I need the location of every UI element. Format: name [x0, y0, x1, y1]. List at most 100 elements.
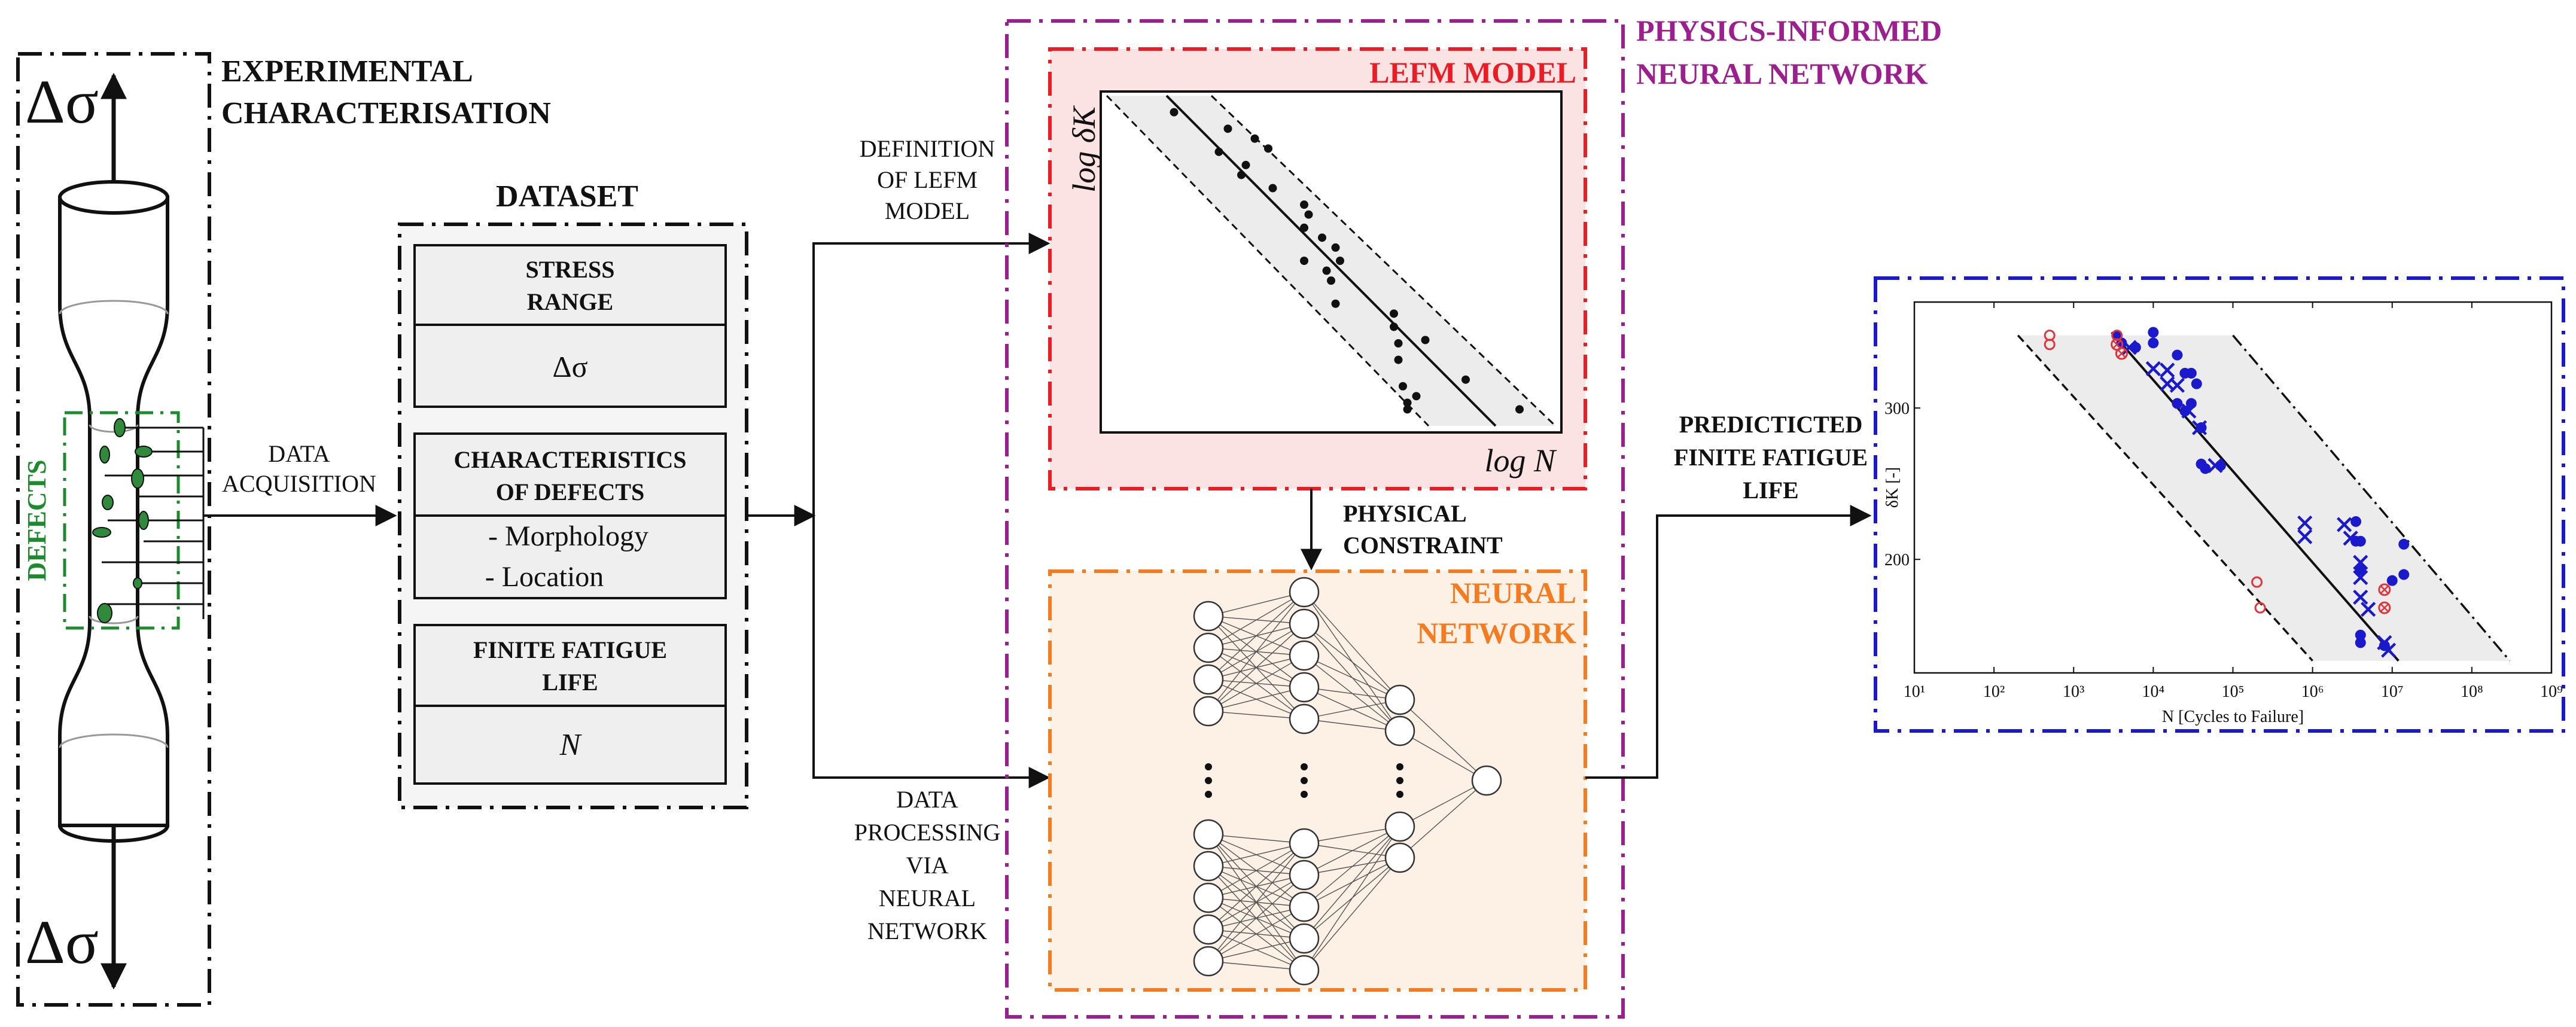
- result-chart-frame: [1874, 276, 2565, 733]
- nn-edge: [1304, 826, 1400, 971]
- data-point-cross: [2297, 529, 2313, 544]
- defects-label: DEFECTS: [22, 460, 51, 581]
- nn-edge: [1208, 843, 1305, 930]
- neural-network-title-line1: NEURAL: [1450, 576, 1576, 610]
- data-point-cross: [2297, 515, 2313, 531]
- lefm-sketch-point: [1331, 243, 1340, 252]
- fit-line: [2111, 331, 2400, 662]
- pinn-title-line2: NEURAL NETWORK: [1636, 57, 1928, 90]
- lefm-sketch-points: [1170, 108, 1524, 414]
- neural-network-graph: [1193, 577, 1502, 986]
- nn-neuron: [1289, 577, 1320, 608]
- data-point-cross: [2191, 420, 2207, 435]
- data-processing-line5: NETWORK: [867, 918, 987, 944]
- data-processing-line4: NEURAL: [879, 885, 976, 912]
- nn-edge: [1208, 843, 1305, 867]
- nn-ellipsis-dot: [1396, 763, 1403, 770]
- x-tick-label: 10⁴: [2142, 682, 2164, 701]
- data-point-cross: [2361, 602, 2376, 617]
- nn-edge: [1208, 843, 1305, 962]
- fatigue-life-label-line2: LIFE: [542, 669, 598, 696]
- data-point-cross: [2353, 554, 2368, 570]
- nn-edge: [1304, 718, 1400, 732]
- lefm-band-upper: [1210, 95, 1557, 427]
- nn-edge: [1399, 730, 1487, 781]
- data-point-cross: [2353, 569, 2368, 586]
- lefm-sketch-point: [1241, 160, 1250, 169]
- data-point-crossed-circle-mark: [2112, 340, 2121, 349]
- x-tick-label: 10⁷: [2381, 682, 2404, 701]
- defect-morphology-item: - Morphology: [488, 520, 648, 552]
- lefm-sketch-point: [1264, 144, 1272, 153]
- data-point-open-circle: [2251, 576, 2263, 588]
- nn-edge: [1208, 834, 1305, 844]
- defect-markers: [102, 426, 205, 619]
- nn-neuron: [1289, 955, 1320, 986]
- data-point-circle: [2185, 367, 2197, 379]
- nn-edge: [1208, 623, 1305, 712]
- lefm-sketch-point: [1214, 147, 1223, 156]
- lefm-sketch-point: [1331, 299, 1340, 308]
- prediction-arrow: [1585, 505, 1872, 779]
- y-axis-label: δK [-]: [1883, 467, 1902, 508]
- data-processing-line3: VIA: [906, 852, 948, 879]
- experimental-title-line1: EXPERIMENTAL: [221, 54, 473, 89]
- data-point-circle: [2172, 398, 2183, 409]
- lefm-model-title: LEFM MODEL: [1369, 56, 1576, 89]
- nn-edge: [1208, 592, 1305, 648]
- nn-ellipsis-dot: [1301, 777, 1308, 784]
- lefm-definition-line3: MODEL: [885, 197, 970, 224]
- defect-characteristics-label-line1: CHARACTERISTICS: [454, 446, 687, 473]
- nn-ellipsis-dot: [1205, 777, 1212, 784]
- stress-symbol-top: Δσ: [25, 68, 99, 136]
- data-point-cross: [2377, 635, 2392, 650]
- dataset-section: DATASET STRESS RANGE Δσ CHARACTERISTICS …: [398, 179, 748, 809]
- lefm-sketch-point: [1421, 336, 1430, 345]
- lefm-definition-line1: DEFINITION: [860, 135, 995, 162]
- nn-ellipsis-dot: [1396, 791, 1403, 798]
- data-point-circle: [2355, 629, 2366, 641]
- acquisition-label-line1: DATA: [268, 440, 330, 467]
- nn-neuron: [1384, 715, 1415, 746]
- data-point-circle: [2148, 327, 2159, 338]
- predicted-label-line2: FINITE FATIGUE: [1674, 444, 1868, 471]
- lefm-sketch-point: [1322, 266, 1331, 275]
- x-axis-label: N [Cycles to Failure]: [2162, 708, 2304, 726]
- x-tick-label: 10⁵: [2222, 682, 2245, 701]
- nn-edge: [1208, 655, 1305, 712]
- data-point-cross: [2343, 531, 2358, 546]
- lefm-sketch-point: [1237, 170, 1246, 179]
- stress-range-label-line1: STRESS: [526, 256, 615, 283]
- data-point-open-circle: [2044, 339, 2056, 351]
- data-point-circle: [2172, 349, 2183, 361]
- nn-neuron: [1193, 632, 1224, 663]
- lefm-sketch-point: [1515, 405, 1524, 414]
- lefm-sketch-point: [1403, 398, 1412, 407]
- nn-edge: [1208, 592, 1305, 680]
- nn-edge: [1304, 699, 1400, 720]
- stress-range-value: Δσ: [552, 350, 587, 383]
- data-point-cross: [2381, 642, 2397, 658]
- experimental-section: EXPERIMENTAL CHARACTERISATION Δσ Δσ DEFE…: [16, 52, 551, 1007]
- x-tick-label: 10²: [1983, 682, 2005, 701]
- data-point-open-circle: [2254, 602, 2266, 614]
- nn-edge: [1208, 592, 1305, 617]
- data-point-circle: [2191, 378, 2202, 389]
- data-point-crossed-circle-mark: [2117, 349, 2126, 358]
- nn-neuron: [1193, 882, 1224, 913]
- nn-edge: [1208, 843, 1305, 898]
- nn-edge: [1304, 655, 1400, 700]
- experimental-title-line2: CHARACTERISATION: [221, 96, 551, 130]
- nn-edge: [1304, 826, 1400, 907]
- lefm-sketch-point: [1170, 108, 1179, 117]
- data-point-cross: [2207, 458, 2223, 473]
- nn-neuron: [1384, 684, 1415, 715]
- neural-network-title-line2: NETWORK: [1417, 616, 1576, 650]
- nn-edge: [1304, 592, 1400, 700]
- pinn-title-line1: PHYSICS-INFORMED: [1636, 14, 1942, 47]
- lefm-sketch-point: [1394, 339, 1403, 348]
- nn-edge: [1208, 938, 1305, 962]
